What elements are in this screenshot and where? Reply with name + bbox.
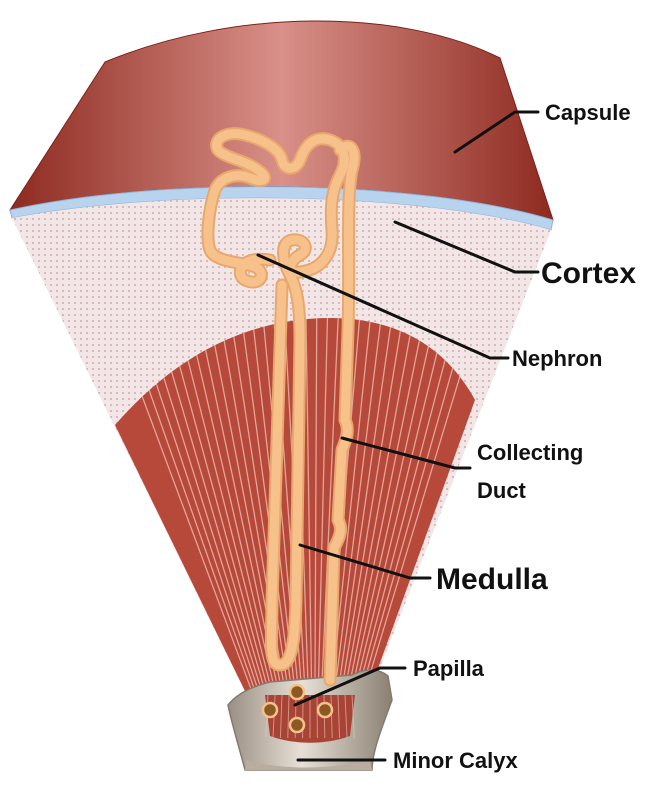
medulla-stripe <box>344 318 459 732</box>
medulla-stripe <box>316 318 329 732</box>
medulla-stripe <box>314 318 318 732</box>
medulla-stripe <box>305 318 314 732</box>
medulla-leader <box>298 543 432 580</box>
papilla-stripe <box>351 694 355 739</box>
collecting-duct-label-line2: Duct <box>477 478 527 503</box>
medulla-stripe <box>330 318 394 732</box>
papilla-stripe <box>344 694 348 739</box>
cortex-label: Cortex <box>541 257 636 290</box>
papilla-openings <box>261 683 334 734</box>
medulla-stripe <box>261 318 304 732</box>
medulla-stripe <box>163 318 283 732</box>
medulla-stripe <box>332 318 405 732</box>
nephron-label: Nephron <box>512 346 602 371</box>
papilla-stripes <box>265 694 355 739</box>
medulla-stripe <box>349 318 475 732</box>
minor-calyx-label: Minor Calyx <box>393 748 518 773</box>
nephron-tubule <box>201 127 361 687</box>
medulla-stripe <box>328 318 383 732</box>
papilla-stripe <box>330 694 333 739</box>
medulla-stripe <box>185 318 288 732</box>
nephron-leader <box>256 253 510 360</box>
medulla-stripe <box>335 318 416 732</box>
medulla-stripe <box>337 318 427 732</box>
papilla-leader <box>293 666 407 707</box>
papilla-label: Papilla <box>413 656 485 681</box>
medulla-stripe <box>339 318 438 732</box>
collecting-duct-leader <box>340 436 472 470</box>
collecting-duct-label-line1: Collecting <box>477 440 583 465</box>
medulla-stripe <box>318 318 340 732</box>
medulla-stripe <box>347 318 470 732</box>
papilla-stripe <box>337 694 341 739</box>
medulla-stripe <box>142 318 278 732</box>
medulla-label: Medulla <box>436 563 548 596</box>
medulla-stripe <box>342 318 448 732</box>
cortex-leader <box>393 220 540 274</box>
capsule-label: Capsule <box>545 100 631 125</box>
medulla-stripe <box>174 318 285 732</box>
papilla-stripe <box>279 694 283 739</box>
capsule-leader <box>453 110 540 154</box>
medulla-stripe <box>152 318 281 732</box>
papilla-stripe <box>287 694 290 739</box>
